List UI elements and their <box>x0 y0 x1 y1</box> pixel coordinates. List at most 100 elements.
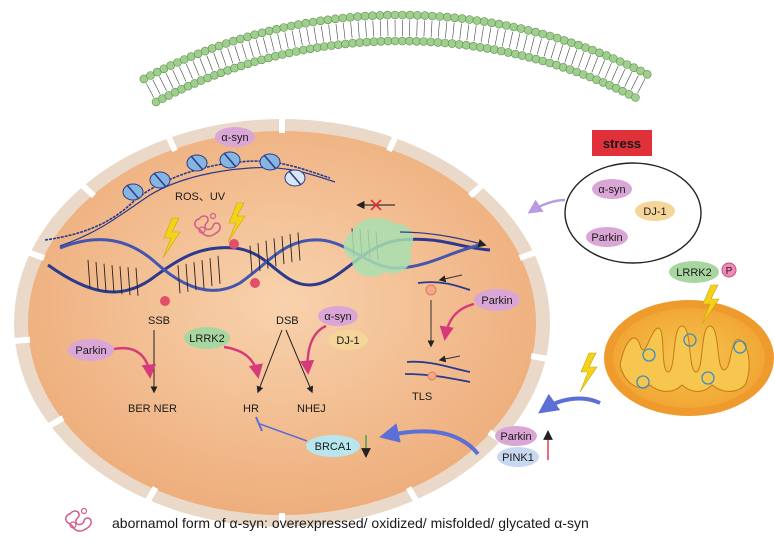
parkin-tls-pill: Parkin <box>474 289 520 311</box>
lipid-head <box>273 25 281 33</box>
lipid-head <box>553 34 561 42</box>
stress-alpha-syn-pill: α-syn <box>592 179 632 199</box>
lipid-head <box>317 17 325 25</box>
lipid-head <box>354 13 362 21</box>
lipid-head <box>469 42 477 50</box>
lipid-head <box>495 20 503 28</box>
lipid-head <box>413 37 421 45</box>
svg-text:α-syn: α-syn <box>324 311 351 323</box>
parkin-ber-pill: Parkin <box>68 339 114 361</box>
svg-text:α-syn: α-syn <box>221 132 248 144</box>
ssb-label: SSB <box>148 315 170 327</box>
ber-ner-label: BER NER <box>128 403 177 415</box>
mito-to-parkin-arrow <box>543 399 600 410</box>
lipid-head <box>427 38 435 46</box>
lipid-head <box>560 36 568 44</box>
lipid-head <box>497 47 505 55</box>
lipid-head <box>466 16 474 24</box>
lipid-head <box>271 52 279 60</box>
lipid-head <box>517 25 525 33</box>
lipid-head <box>313 44 321 52</box>
lipid-head <box>490 46 498 54</box>
svg-text:LRRK2: LRRK2 <box>189 333 224 345</box>
lipid-head <box>532 28 540 36</box>
dna-damage-site <box>250 278 260 288</box>
lipid-head <box>334 41 342 49</box>
lipid-head <box>363 38 371 46</box>
svg-text:Parkin: Parkin <box>75 345 106 357</box>
lipid-head <box>567 39 575 47</box>
lipid-head <box>369 12 377 20</box>
nucleosome <box>123 184 143 200</box>
hr-label: HR <box>243 403 259 415</box>
lipid-head <box>458 15 466 23</box>
lipid-head <box>473 17 481 25</box>
brca1-pill: BRCA1 <box>306 435 360 457</box>
legend-text: abornamol form of α-syn: overexpressed/ … <box>112 515 589 531</box>
lipid-head <box>377 37 385 45</box>
lipid-head <box>236 35 244 43</box>
lipid-head <box>244 33 252 41</box>
lipid-head <box>280 24 288 32</box>
lipid-head <box>488 19 496 27</box>
lipid-head <box>643 70 651 78</box>
lipid-head <box>302 19 310 27</box>
lipid-head <box>502 22 510 30</box>
lipid-head <box>428 12 436 20</box>
lipid-head <box>448 40 456 48</box>
svg-text:Parkin: Parkin <box>481 295 512 307</box>
dj1-nhej-pill: DJ-1 <box>328 330 368 350</box>
lipid-head <box>222 40 230 48</box>
pink1-pill: PINK1 <box>497 447 539 467</box>
lipid-head <box>406 11 414 19</box>
lipid-head <box>631 94 639 102</box>
lipid-head <box>476 43 484 51</box>
svg-text:PINK1: PINK1 <box>502 452 534 464</box>
lipid-head <box>349 39 357 47</box>
lipid-head <box>504 48 512 56</box>
svg-text:Parkin: Parkin <box>500 431 531 443</box>
nucleosome <box>150 172 170 188</box>
cell-membrane <box>140 11 651 106</box>
nucleosome <box>220 152 240 168</box>
lipid-head <box>399 11 407 19</box>
lrrk2-hr-pill: LRRK2 <box>184 327 230 349</box>
lipid-head <box>215 42 223 50</box>
lipid-head <box>421 12 429 20</box>
stress-parkin-pill: Parkin <box>586 227 628 247</box>
lipid-head <box>339 14 347 22</box>
svg-text:DJ-1: DJ-1 <box>643 206 666 218</box>
svg-text:LRRK2: LRRK2 <box>676 267 711 279</box>
lipid-head <box>265 27 273 35</box>
lipid-head <box>406 37 414 45</box>
lipid-head <box>480 18 488 26</box>
lipid-head <box>384 11 392 19</box>
lipid-head <box>294 21 302 29</box>
svg-text:Parkin: Parkin <box>591 232 622 244</box>
lipid-head <box>287 22 295 30</box>
svg-text:α-syn: α-syn <box>598 184 625 196</box>
phosphate-badge: P <box>722 263 736 277</box>
lipid-head <box>384 37 392 45</box>
stress-badge: stress <box>592 130 652 156</box>
nuclear-pore <box>279 117 285 133</box>
lipid-head <box>451 14 459 22</box>
dna-damage-site <box>229 239 239 249</box>
lipid-head <box>443 13 451 21</box>
lipid-head <box>285 49 293 57</box>
lipid-head <box>398 37 406 45</box>
lipid-head <box>391 11 399 19</box>
lipid-head <box>251 31 259 39</box>
lipid-head <box>229 37 237 45</box>
stress-to-nucleus-arrow <box>530 200 565 212</box>
lipid-head <box>370 38 378 46</box>
lrrk2-mito-pill: LRRK2 <box>669 261 719 283</box>
lipid-head <box>292 48 300 56</box>
alpha-syn-aggregate-icon <box>66 509 91 532</box>
lipid-head <box>356 39 364 47</box>
lipid-head <box>346 13 354 21</box>
svg-text:DJ-1: DJ-1 <box>336 335 359 347</box>
lipid-head <box>434 38 442 46</box>
nucleosome <box>260 154 280 170</box>
